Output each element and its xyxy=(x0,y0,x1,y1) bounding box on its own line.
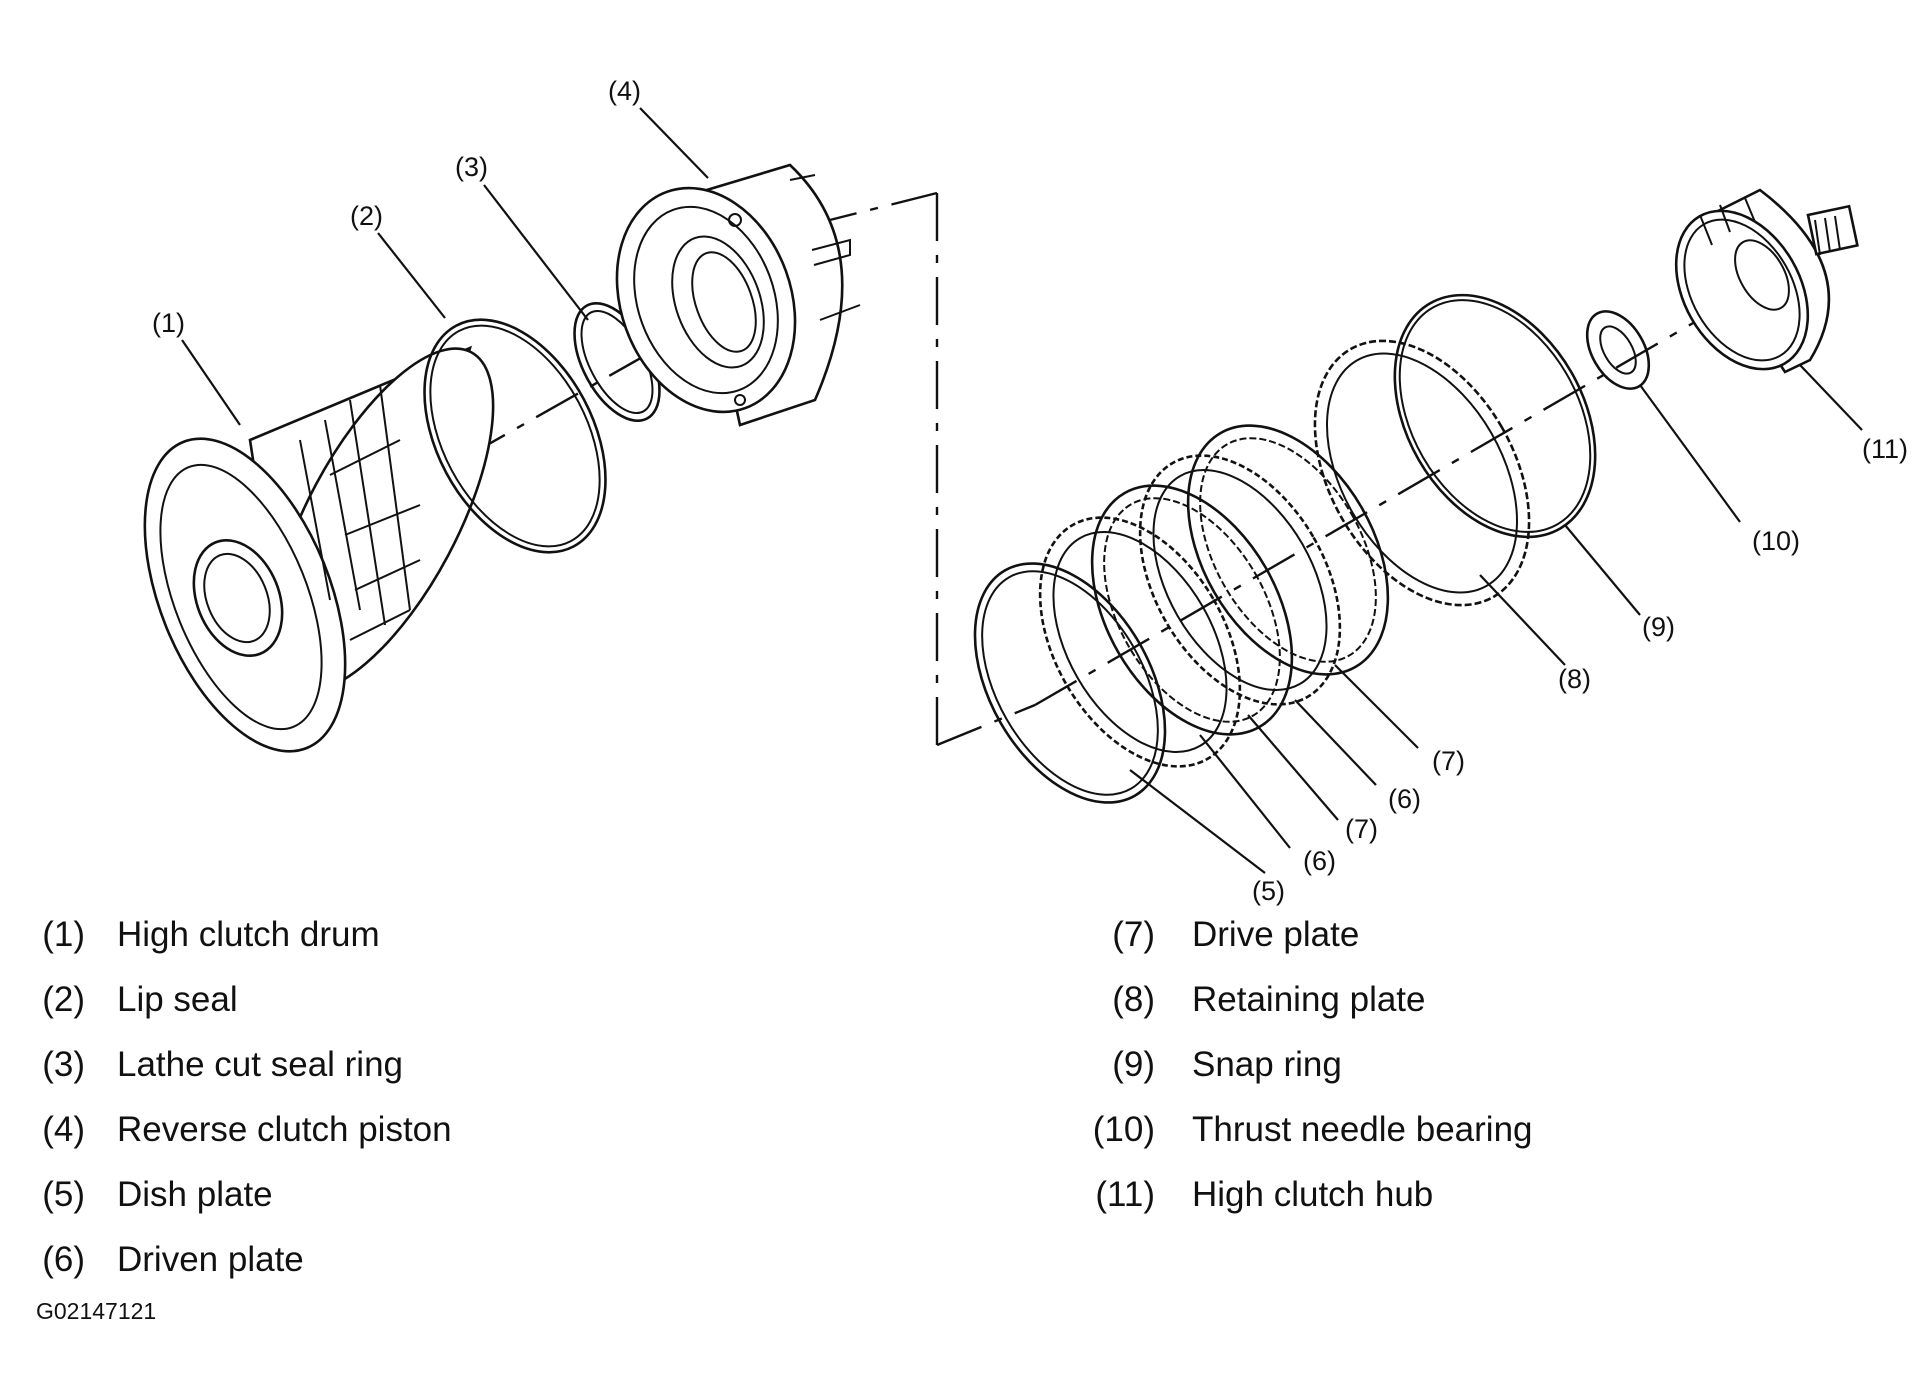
callout-4: (4) xyxy=(608,76,641,106)
legend-number: (9) xyxy=(1112,1045,1155,1084)
legend-number: (1) xyxy=(42,915,85,954)
drive-plate-1 xyxy=(1090,484,1294,736)
center-axis-right xyxy=(1034,288,1751,707)
snap-ring xyxy=(1393,293,1597,539)
legend-label: Retaining plate xyxy=(1192,980,1426,1019)
reverse-clutch-piston xyxy=(615,163,861,427)
callout-10: (10) xyxy=(1752,526,1800,556)
callout-9: (9) xyxy=(1642,612,1675,642)
legend-number: (11) xyxy=(1095,1175,1155,1214)
legend-number: (2) xyxy=(42,980,85,1019)
legend-label: Snap ring xyxy=(1192,1045,1342,1084)
callout-2: (2) xyxy=(350,201,383,231)
thrust-needle-bearing xyxy=(1585,310,1651,390)
legend-number: (6) xyxy=(42,1240,85,1279)
callout-8: (8) xyxy=(1558,664,1591,694)
legend-number: (3) xyxy=(42,1045,85,1084)
callout-11: (11) xyxy=(1862,434,1908,464)
legend-number: (7) xyxy=(1112,915,1155,954)
legend-number: (8) xyxy=(1112,980,1155,1019)
center-axis-bracket xyxy=(809,191,1036,747)
legend-label: High clutch drum xyxy=(117,915,380,954)
legend-label: Reverse clutch piston xyxy=(117,1110,452,1149)
driven-plate-2 xyxy=(1138,454,1342,706)
callout-7b: (7) xyxy=(1432,746,1465,776)
callout-5: (5) xyxy=(1252,876,1285,906)
drive-plate-2 xyxy=(1186,424,1390,676)
legend-label: Dish plate xyxy=(117,1175,273,1214)
legend-number: (10) xyxy=(1092,1110,1155,1149)
lip-seal xyxy=(423,318,607,554)
callout-3: (3) xyxy=(455,152,488,182)
legend-label: High clutch hub xyxy=(1192,1175,1434,1214)
legend-label: Drive plate xyxy=(1192,915,1360,954)
retaining-plate xyxy=(1313,339,1531,607)
legend-number: (5) xyxy=(42,1175,85,1214)
callout-1: (1) xyxy=(152,308,185,338)
legend-label: Lathe cut seal ring xyxy=(117,1045,404,1084)
high-clutch-drum xyxy=(143,345,495,753)
callout-6b: (6) xyxy=(1388,784,1421,814)
legend-label: Lip seal xyxy=(117,980,238,1019)
figure-code: G02147121 xyxy=(36,1298,157,1324)
driven-plate-1 xyxy=(1038,516,1242,768)
high-clutch-hub xyxy=(1674,188,1859,374)
legend-label: Driven plate xyxy=(117,1240,304,1279)
legend-number: (4) xyxy=(42,1110,85,1149)
callout-7a: (7) xyxy=(1345,814,1378,844)
dish-plate xyxy=(973,562,1167,804)
legend-label: Thrust needle bearing xyxy=(1192,1110,1533,1149)
leader-lines xyxy=(181,107,1863,874)
callout-6a: (6) xyxy=(1303,846,1336,876)
